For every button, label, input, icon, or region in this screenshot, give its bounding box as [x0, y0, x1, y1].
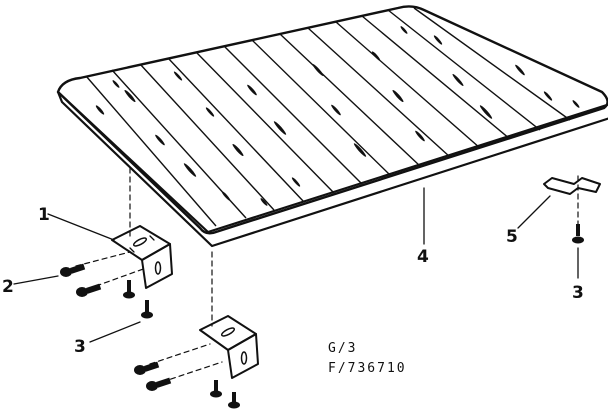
screws	[60, 263, 172, 391]
bolt-4	[228, 392, 240, 409]
drawing-code-line-1: G/3	[328, 341, 357, 356]
callout-3-left: 3	[74, 337, 86, 357]
callout-4: 4	[417, 247, 429, 267]
bolts	[123, 224, 584, 409]
plank-lines	[85, 7, 571, 227]
bolt-1	[123, 280, 135, 299]
corner-bracket-2	[199, 315, 259, 379]
callout-2: 2	[2, 277, 14, 297]
callout-3-right: 3	[572, 283, 584, 303]
bolt-3	[210, 380, 222, 398]
alignment-lines	[75, 167, 579, 383]
screw-2	[76, 283, 102, 297]
clip-bracket-5	[543, 177, 601, 195]
bolt-2	[141, 300, 153, 319]
wood-grain	[95, 26, 580, 206]
screw-3	[134, 361, 160, 375]
drawing-code-line-2: F/736710	[328, 361, 407, 376]
screw-1	[60, 263, 86, 277]
callout-5: 5	[506, 227, 518, 247]
corner-bracket-1	[111, 225, 173, 289]
leader-lines	[13, 187, 579, 343]
screw-4	[146, 377, 172, 391]
bolt-5	[572, 224, 584, 244]
callout-1: 1	[38, 205, 50, 225]
table-top-board	[56, 5, 608, 248]
